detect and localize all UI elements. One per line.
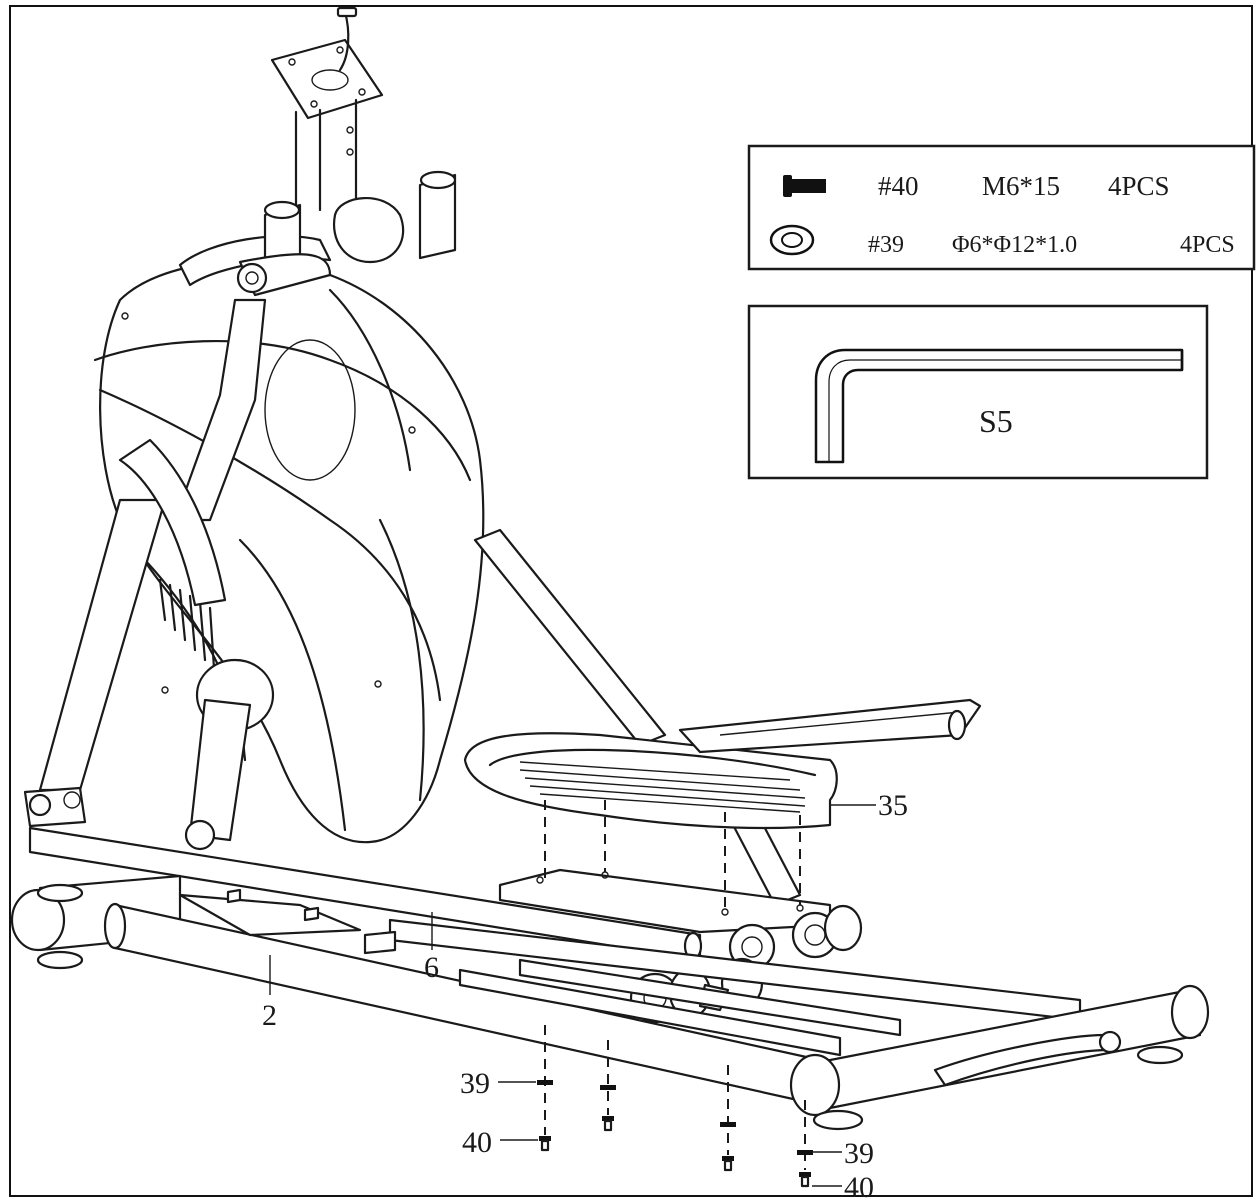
rear-stabilizer-tube xyxy=(473,528,802,907)
bolt-40-a xyxy=(539,1136,551,1152)
washer-39-c xyxy=(720,1122,736,1127)
callout-bolt-40-left: 40 xyxy=(462,1126,492,1159)
fasteners xyxy=(537,1080,813,1188)
row-bolt-qty: 4PCS xyxy=(1108,171,1170,201)
tool-box: S5 xyxy=(747,304,1209,480)
bolt-40-b xyxy=(602,1116,614,1132)
row-washer-spec: Φ6*Φ12*1.0 xyxy=(952,232,1077,258)
callout-base-2: 2 xyxy=(262,999,277,1032)
callout-washer-39-left: 39 xyxy=(460,1067,490,1100)
handle-arms xyxy=(38,170,457,792)
callout-pedal-35: 35 xyxy=(878,789,908,822)
flywheel-shroud xyxy=(93,260,485,844)
washer-39-b xyxy=(600,1085,616,1090)
base-frame xyxy=(10,874,1210,1131)
crank-arm xyxy=(184,658,275,851)
front-foot-bracket xyxy=(23,786,87,828)
tool-label: S5 xyxy=(979,403,1013,439)
leader-lines xyxy=(269,804,876,1187)
callout-rail-6: 6 xyxy=(424,951,439,984)
washer-icon xyxy=(769,224,815,256)
hardware-table: #40 M6*15 4PCS #39 Φ6*Φ12*1.0 4PCS xyxy=(747,144,1256,271)
bolt-icon xyxy=(783,175,826,197)
row-bolt-spec: M6*15 xyxy=(982,171,1060,201)
row-washer-part: #39 xyxy=(868,232,904,258)
callout-washer-39-right: 39 xyxy=(844,1137,874,1170)
row-washer-qty: 4PCS xyxy=(1180,232,1235,258)
rear-pedal xyxy=(678,698,982,754)
bolt-40-d xyxy=(799,1172,811,1188)
console-mast xyxy=(270,6,384,217)
diagram-frame xyxy=(9,5,1253,1197)
row-bolt-part: #40 xyxy=(878,171,919,201)
washer-39-a xyxy=(537,1080,553,1085)
foot-pedal xyxy=(463,732,838,830)
bolt-40-c xyxy=(722,1156,734,1172)
allen-key-icon xyxy=(814,348,1184,464)
washer-39-d xyxy=(797,1150,813,1155)
callout-bolt-40-right: 40 xyxy=(844,1171,874,1203)
